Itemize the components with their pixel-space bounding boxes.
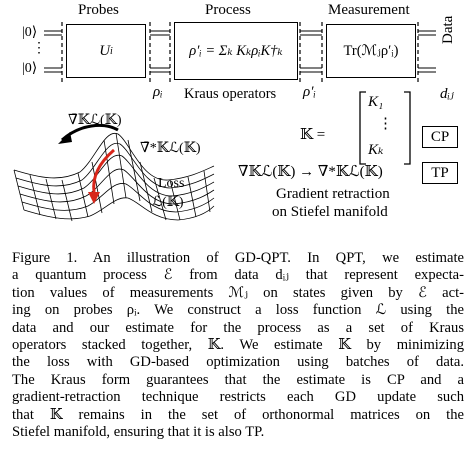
caption-line: a quantum process ℰ from data dᵢⱼ that r… [12,267,464,284]
data-label-text: Data [440,15,456,44]
retraction-caption-line-1: Gradient retraction [276,186,390,202]
circuit-wires [44,22,436,84]
caption-line: Stiefel manifold, ensuring that it is al… [12,424,265,441]
loss-surface-mesh [13,132,215,222]
probe-box-label: U [99,42,111,59]
retracted-arrowhead-red [88,192,100,204]
probes-header: Probes [78,2,119,18]
caption-line: gradient-retraction technique restricts … [12,389,464,406]
figure-caption: Figure 1. An illustration of GD-QPT. In … [12,250,464,441]
cp-badge: CP [422,126,458,148]
rho-i-prime-label: ρ′ᵢ [303,84,316,100]
caption-line: data and our estimate for the process as… [12,319,464,336]
k-matrix-entry-k: Kₖ [368,142,384,158]
ket-top: |0⟩ [22,25,38,40]
retraction-formula: ∇̄𝕂ℒ(𝕂) → ∇̄*𝕂ℒ(𝕂) [238,164,383,180]
caption-line: operators stacked together, 𝕂. We estima… [12,337,464,354]
loss-surface-plot [13,123,215,222]
retracted-gradient-label: ∇̄*𝕂ℒ(𝕂) [140,141,201,156]
process-header: Process [205,2,251,18]
tp-badge: TP [422,162,458,184]
probe-box-sub: i [110,45,113,57]
k-matrix-entry-1: K₁ [368,94,384,110]
caption-line: that 𝕂 remains in the set of orthonormal… [12,406,464,423]
k-matrix-brackets [359,91,411,165]
d-ij-label: dᵢⱼ [440,86,454,102]
rho-i-label: ρᵢ [153,84,163,100]
retracted-gradient-arrow-red [92,148,115,193]
ket-dots: ⋮ [32,41,46,56]
kraus-process-box: ρ′ᵢ = Σₖ KₖρᵢK†ₖ [174,22,298,80]
caption-line: tion values of measurements ℳⱼ on states… [12,284,464,301]
caption-line: The Kraus form guarantees that the estim… [12,371,464,388]
loss-function-label: ℒ(𝕂) [152,195,184,210]
caption-line: Figure 1. An illustration of GD-QPT. In … [12,250,464,266]
caption-line: the loss with GD-based optimization usin… [12,354,464,371]
ket-bottom: |0⟩ [22,61,38,76]
gradient-label: ∇̄𝕂ℒ(𝕂) [68,113,122,128]
caption-line: ing on probes ρᵢ. We construct a loss fu… [12,302,464,319]
k-matrix-entry-dots: ⋮ [378,116,393,132]
measurement-header: Measurement [328,2,410,18]
kraus-operators-caption: Kraus operators [184,86,277,102]
retraction-caption-line-2: on Stiefel manifold [272,204,388,220]
k-matrix-lhs: 𝕂 = [300,127,326,143]
measurement-box: Tr(ℳⱼρ′ᵢ) [326,24,416,78]
data-label: Data [440,16,457,44]
gradient-arrowhead-black [58,132,72,144]
loss-label: Loss [158,176,185,191]
